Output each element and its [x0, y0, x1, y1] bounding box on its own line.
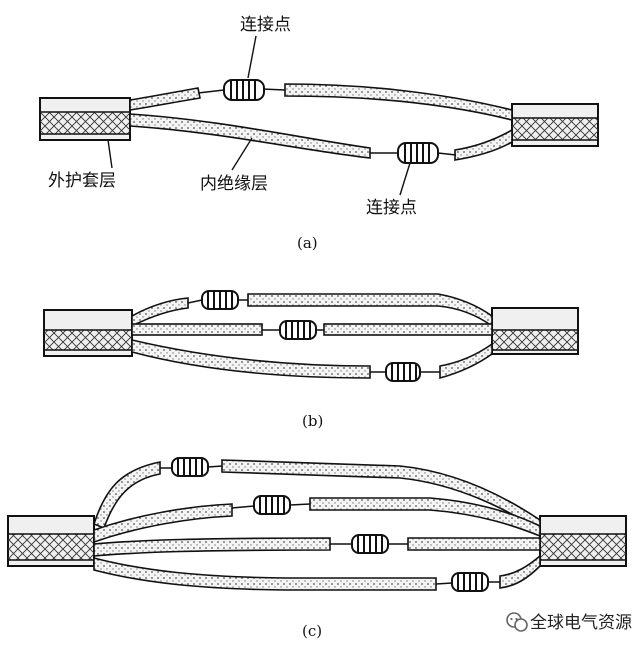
- caption-a: (a): [297, 234, 318, 252]
- inner-conductor-bottom-b: [131, 338, 493, 380]
- label-top-joint: 连接点: [240, 15, 291, 35]
- cable-sheath-right-c: [539, 515, 627, 567]
- joint-b2: [279, 320, 317, 340]
- label-outer-sheath: 外护套层: [48, 171, 116, 191]
- joint-a2: [397, 142, 439, 164]
- cable-sheath-left-a: [39, 97, 131, 141]
- leader-inner-insulation: [231, 137, 253, 171]
- label-bottom-joint: 连接点: [366, 198, 417, 218]
- joint-b3: [385, 362, 421, 382]
- cable-sheath-right-a: [511, 103, 599, 147]
- inner-conductor-3-c: [93, 537, 541, 557]
- inner-conductor-upper-a: [129, 83, 513, 122]
- inner-conductor-lower-a: [129, 113, 513, 161]
- joint-a1: [223, 79, 265, 101]
- caption-c: (c): [302, 622, 322, 640]
- joint-c3: [351, 534, 389, 554]
- watermark: 全球电气资源: [506, 612, 632, 633]
- inner-conductor-4-c: [93, 554, 541, 591]
- joint-b1: [201, 290, 239, 310]
- figure-b: (b): [43, 290, 579, 430]
- figure-c: (c): [7, 457, 627, 640]
- joint-c4: [451, 572, 489, 592]
- leader-bottom-joint: [399, 162, 411, 196]
- cable-sheath-right-b: [491, 307, 579, 355]
- watermark-text: 全球电气资源: [530, 613, 632, 633]
- cable-sheath-left-c: [7, 515, 95, 567]
- caption-b: (b): [302, 412, 323, 430]
- joint-c2: [253, 495, 291, 515]
- wechat-icon: [506, 612, 528, 632]
- inner-conductor-2-c: [93, 497, 541, 544]
- leader-top-joint: [247, 35, 257, 79]
- joint-c1: [171, 457, 209, 477]
- label-inner-insulation: 内绝缘层: [200, 174, 268, 194]
- leader-outer-sheath: [107, 139, 113, 169]
- cable-sheath-left-b: [43, 309, 133, 357]
- figure-a: 连接点 外护套层 内绝缘层 连接点 (a): [39, 15, 599, 252]
